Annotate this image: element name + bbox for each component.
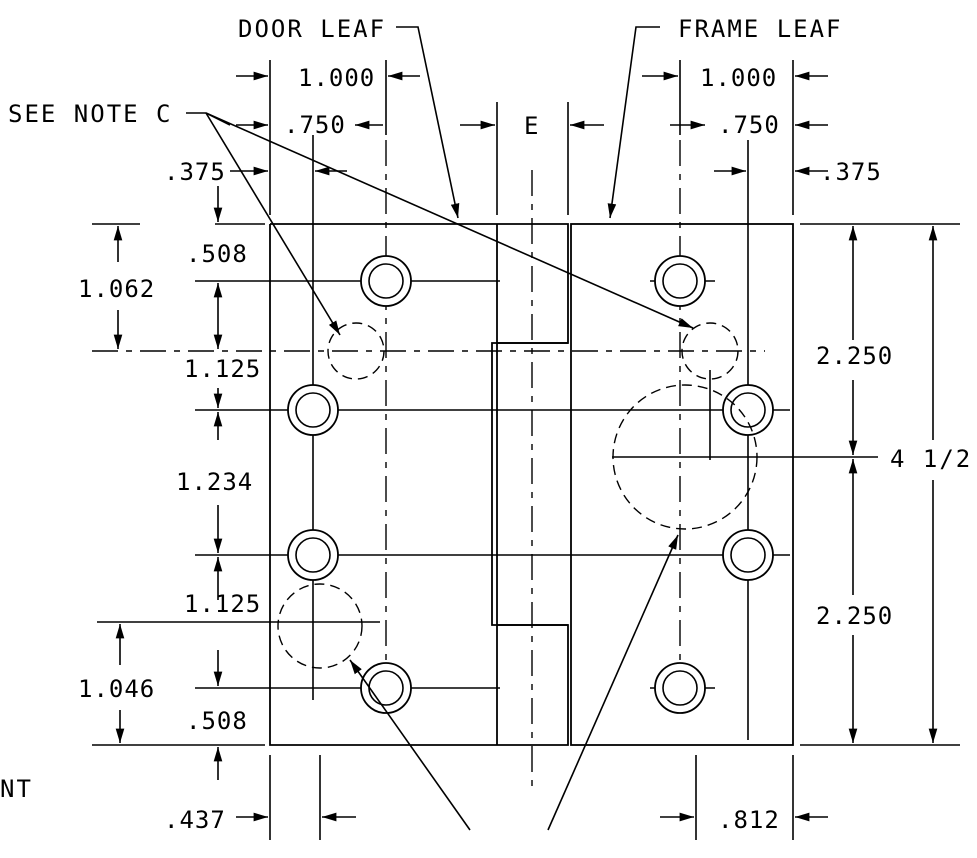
hole-frame-3 <box>722 529 774 581</box>
hole-frame-1 <box>654 255 706 307</box>
dim-2250-bot: 2.250 <box>816 602 893 630</box>
labels: DOOR LEAF FRAME LEAF SEE NOTE C E NT 1.0… <box>0 15 972 834</box>
e-label: E <box>524 112 539 140</box>
frame-leaf-outline <box>570 223 794 746</box>
dim-2250-top: 2.250 <box>816 342 893 370</box>
dim-frame-750: .750 <box>718 111 780 139</box>
dim-frame-375: .375 <box>820 158 882 186</box>
right-dimension-arrows <box>848 226 938 743</box>
left-dimension-arrows <box>113 186 223 780</box>
dim-508-bot: .508 <box>186 707 248 735</box>
hole-frame-4 <box>654 662 706 714</box>
dim-1125-b: 1.125 <box>184 590 261 618</box>
dim-door-1000: 1.000 <box>298 64 375 92</box>
mounting-holes <box>287 255 774 714</box>
dim-1234: 1.234 <box>176 468 253 496</box>
hole-door-4 <box>360 662 412 714</box>
hidden-circles <box>277 322 758 669</box>
dim-door-375: .375 <box>164 158 226 186</box>
frame-leaf-label: FRAME LEAF <box>678 15 843 43</box>
door-leaf-outline <box>269 223 569 746</box>
see-note-c-label: SEE NOTE C <box>8 100 173 128</box>
leader-lines <box>186 26 694 831</box>
dim-508-top: .508 <box>186 240 248 268</box>
dim-door-750: .750 <box>284 111 346 139</box>
dim-frame-1000: 1.000 <box>700 64 777 92</box>
dim-437: .437 <box>164 806 226 834</box>
dim-overall: 4 1/2 <box>890 445 972 473</box>
hole-door-3 <box>287 529 339 581</box>
partial-left-label: NT <box>0 775 33 803</box>
door-leaf-label: DOOR LEAF <box>238 15 386 43</box>
dim-1062: 1.062 <box>78 275 155 303</box>
top-extension-lines <box>92 60 960 746</box>
bottom-dimension-arrows <box>236 755 828 840</box>
dim-1125-a: 1.125 <box>184 355 261 383</box>
hole-door-2 <box>287 384 339 436</box>
top-dimension-arrows <box>230 71 828 176</box>
dim-812: .812 <box>718 806 780 834</box>
hole-door-1 <box>360 255 412 307</box>
dim-1046: 1.046 <box>78 675 155 703</box>
hole-frame-2 <box>722 384 774 436</box>
